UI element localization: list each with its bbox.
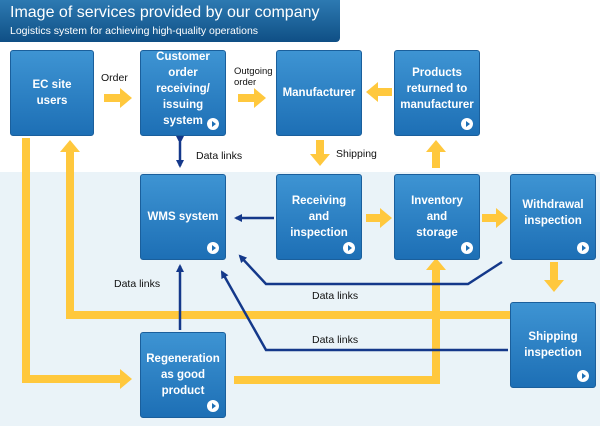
node-customer-order-label: Customer order receiving/ issuing system	[156, 51, 210, 127]
node-wms-system[interactable]: WMS system	[140, 174, 226, 260]
play-circle-icon[interactable]	[207, 118, 219, 130]
node-products-returned-label: Products returned to manufacturer	[400, 67, 474, 111]
play-circle-icon[interactable]	[207, 400, 219, 412]
arrow-withdrawal-to-shipping	[544, 262, 564, 292]
arrow-returned-to-manufacturer	[366, 82, 392, 102]
node-withdrawal-inspection[interactable]: Withdrawal inspection	[510, 174, 596, 260]
label-data-links-left: Data links	[114, 278, 161, 290]
arrow-order-to-manufacturer	[238, 88, 266, 108]
arrow-ec-to-regeneration	[22, 138, 132, 389]
link-withdrawal-wms	[238, 254, 503, 286]
label-data-links-top: Data links	[196, 150, 243, 162]
label-outgoing-order: Outgoing order	[234, 66, 273, 88]
yellow-arrows	[22, 82, 564, 389]
arrow-manufacturer-to-receiving	[310, 140, 330, 166]
page-title: Image of services provided by our compan…	[10, 4, 320, 21]
node-withdrawal-inspection-label: Withdrawal inspection	[522, 199, 584, 227]
label-shipping: Shipping	[336, 148, 377, 160]
node-regeneration[interactable]: Regeneration as good product	[140, 332, 226, 418]
play-circle-icon[interactable]	[577, 242, 589, 254]
play-circle-icon[interactable]	[577, 370, 589, 382]
node-products-returned[interactable]: Products returned to manufacturer	[394, 50, 480, 136]
arrow-receiving-to-inventory	[366, 208, 392, 228]
arrow-inventory-to-returned	[426, 140, 446, 168]
navy-arrows	[176, 136, 508, 352]
play-circle-icon[interactable]	[343, 242, 355, 254]
play-circle-icon[interactable]	[207, 242, 219, 254]
node-inventory-storage-label: Inventory and storage	[411, 195, 463, 239]
node-ec-site-users-label: EC site users	[32, 79, 72, 107]
label-order: Order	[101, 72, 128, 84]
node-shipping-inspection[interactable]: Shipping inspection	[510, 302, 596, 388]
node-shipping-inspection-label: Shipping inspection	[524, 331, 582, 359]
page-subtitle: Logistics system for achieving high-qual…	[10, 25, 259, 37]
play-circle-icon[interactable]	[461, 118, 473, 130]
label-data-links-bottom: Data links	[312, 334, 359, 346]
node-wms-system-label: WMS system	[147, 211, 219, 223]
node-receiving-inspection[interactable]: Receiving and inspection	[276, 174, 362, 260]
link-shipping-wms	[220, 270, 508, 352]
node-manufacturer-label: Manufacturer	[282, 87, 356, 99]
node-customer-order[interactable]: Customer order receiving/ issuing system	[140, 50, 226, 136]
arrow-ec-to-order	[104, 88, 132, 108]
arrow-inventory-to-withdrawal	[482, 208, 508, 228]
arrow-regeneration-to-inventory	[234, 258, 446, 384]
play-circle-icon[interactable]	[461, 242, 473, 254]
node-receiving-inspection-label: Receiving and inspection	[290, 195, 348, 239]
node-ec-site-users: EC site users	[10, 50, 94, 136]
page-header: Image of services provided by our compan…	[0, 0, 340, 42]
node-inventory-storage[interactable]: Inventory and storage	[394, 174, 480, 260]
node-manufacturer: Manufacturer	[276, 50, 362, 136]
node-regeneration-label: Regeneration as good product	[146, 353, 220, 397]
label-data-links-mid: Data links	[312, 290, 359, 302]
